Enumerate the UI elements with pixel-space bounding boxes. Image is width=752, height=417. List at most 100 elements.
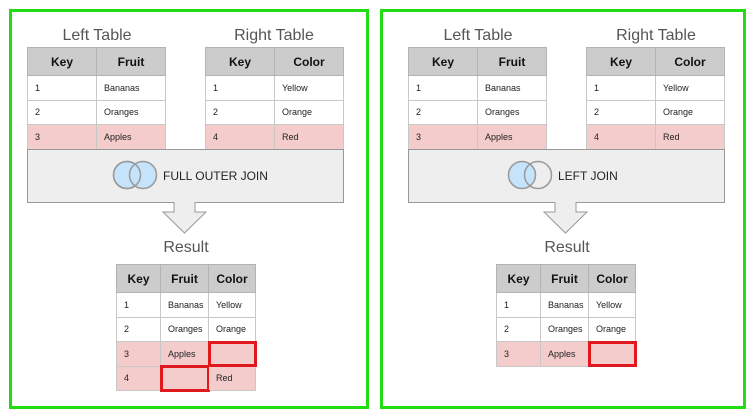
join-operation-box: FULL OUTER JOIN (27, 149, 344, 203)
table-row-unmatched: 4 Red (116, 365, 256, 392)
table-cell: Oranges (477, 99, 547, 125)
table-cell: Yellow (655, 75, 725, 101)
right-table-title: Right Table (616, 27, 696, 44)
table-row: 1 Yellow (205, 75, 344, 101)
left-table-title: Left Table (443, 27, 513, 44)
table-row: 2 Oranges (408, 99, 547, 125)
table-row: 2 Oranges Orange (116, 316, 256, 342)
table-cell: Apples (96, 124, 166, 150)
table-cell: 2 (205, 99, 275, 125)
column-header: Color (655, 47, 725, 76)
table-cell: Apples (477, 124, 547, 150)
table-row-unmatched: 3 Apples (408, 124, 547, 150)
table-header-row: Key Color (586, 47, 725, 76)
left-join-panel: Left Table Right Table Key Fruit 1 Banan… (380, 9, 746, 409)
result-table: Key Fruit Color 1 Bananas Yellow 2 Orang… (496, 264, 637, 367)
right-table-title: Right Table (234, 27, 314, 44)
table-cell: 4 (116, 365, 161, 391)
down-arrow-icon (543, 202, 589, 234)
table-cell: Bananas (477, 75, 547, 101)
table-cell: Oranges (96, 99, 166, 125)
table-cell: 3 (116, 341, 161, 367)
result-table: Key Fruit Color 1 Bananas Yellow 2 Orang… (116, 264, 257, 392)
table-cell: 2 (496, 316, 541, 342)
table-cell: Orange (208, 316, 256, 342)
table-row: 1 Yellow (586, 75, 725, 101)
table-row: 2 Oranges Orange (496, 316, 636, 342)
table-cell: Red (655, 124, 725, 150)
table-cell: Yellow (274, 75, 344, 101)
join-operation-box: LEFT JOIN (408, 149, 725, 203)
table-cell: 2 (116, 316, 161, 342)
table-row-unmatched: 4 Red (205, 124, 344, 150)
table-row: 2 Oranges (27, 99, 166, 125)
table-cell: Red (274, 124, 344, 150)
table-row-unmatched: 4 Red (586, 124, 725, 150)
left-table: Key Fruit 1 Bananas 2 Oranges 3 Apples (408, 47, 547, 150)
column-header: Key (496, 264, 541, 293)
column-header: Fruit (540, 264, 589, 293)
null-cell (587, 340, 637, 367)
table-header-row: Key Fruit Color (496, 264, 636, 293)
table-cell: Apples (540, 341, 589, 367)
table-cell: Oranges (160, 316, 209, 342)
result-title: Result (163, 239, 209, 256)
join-type-label: LEFT JOIN (558, 169, 618, 183)
table-row: 2 Orange (586, 99, 725, 125)
table-row: 1 Bananas (408, 75, 547, 101)
table-cell: 2 (408, 99, 478, 125)
table-cell: 4 (586, 124, 656, 150)
table-cell: Orange (588, 316, 636, 342)
column-header: Key (116, 264, 161, 293)
table-cell: 3 (408, 124, 478, 150)
column-header: Key (27, 47, 97, 76)
left-table-title: Left Table (62, 27, 132, 44)
column-header: Fruit (96, 47, 166, 76)
null-cell (159, 365, 210, 392)
table-row-unmatched: 3 Apples (116, 340, 257, 367)
table-cell: 3 (496, 341, 541, 367)
table-row-unmatched: 3 Apples (496, 340, 637, 367)
table-cell: 1 (205, 75, 275, 101)
table-cell: 1 (408, 75, 478, 101)
table-cell: Apples (160, 341, 209, 367)
table-row-unmatched: 3 Apples (27, 124, 166, 150)
column-header: Fruit (160, 264, 209, 293)
table-cell: Orange (274, 99, 344, 125)
table-cell: Bananas (540, 292, 589, 318)
table-cell: Red (208, 365, 256, 391)
down-arrow-icon (162, 202, 208, 234)
table-cell: Oranges (540, 316, 589, 342)
column-header: Color (208, 264, 256, 293)
table-cell: 1 (586, 75, 656, 101)
column-header: Fruit (477, 47, 547, 76)
full-outer-join-panel: Left Table Right Table Key Fruit 1 Banan… (9, 9, 369, 409)
table-header-row: Key Fruit (408, 47, 547, 76)
table-cell: 1 (27, 75, 97, 101)
column-header: Key (408, 47, 478, 76)
table-cell: 3 (27, 124, 97, 150)
table-cell: Orange (655, 99, 725, 125)
table-cell: 2 (27, 99, 97, 125)
right-table: Key Color 1 Yellow 2 Orange 4 Red (205, 47, 344, 150)
column-header: Color (274, 47, 344, 76)
table-cell: 1 (496, 292, 541, 318)
join-type-label: FULL OUTER JOIN (163, 169, 268, 183)
table-cell: Yellow (208, 292, 256, 318)
table-row: 2 Orange (205, 99, 344, 125)
table-cell: Bananas (160, 292, 209, 318)
result-title: Result (544, 239, 590, 256)
table-row: 1 Bananas Yellow (496, 292, 636, 318)
table-cell: 4 (205, 124, 275, 150)
table-cell: Yellow (588, 292, 636, 318)
table-header-row: Key Color (205, 47, 344, 76)
column-header: Key (586, 47, 656, 76)
column-header: Key (205, 47, 275, 76)
venn-left-join-icon (507, 160, 553, 190)
table-row: 1 Bananas Yellow (116, 292, 256, 318)
table-cell: 2 (586, 99, 656, 125)
venn-full-outer-icon (112, 160, 158, 190)
table-cell: Bananas (96, 75, 166, 101)
right-table: Key Color 1 Yellow 2 Orange 4 Red (586, 47, 725, 150)
table-cell: 1 (116, 292, 161, 318)
